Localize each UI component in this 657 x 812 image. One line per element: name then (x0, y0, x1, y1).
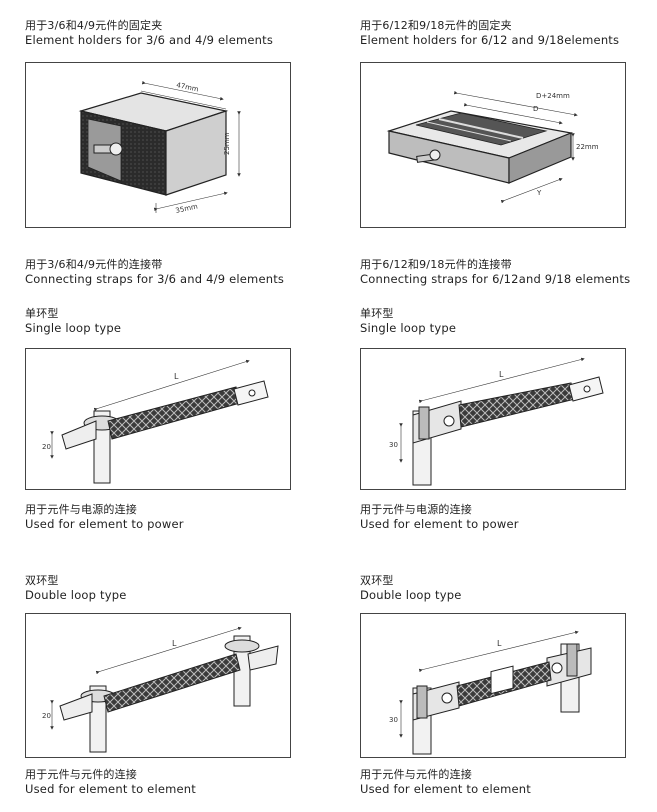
single-small-length: L (174, 372, 179, 381)
holders-left-title-en: Element holders for 3/6 and 4/9 elements (25, 33, 274, 47)
holder-large-inner: D (533, 105, 538, 113)
double-right-type-zh: 双环型 (360, 574, 394, 587)
single-left-caption-zh: 用于元件与电源的连接 (25, 503, 137, 516)
holder-small-depth: 35mm (175, 202, 199, 215)
straps-left-title-zh: 用于3/6和4/9元件的连接带 (25, 258, 163, 271)
straps-right-title-zh: 用于6/12和9/18元件的连接带 (360, 258, 512, 271)
double-right-caption-zh: 用于元件与元件的连接 (360, 768, 472, 781)
double-left-caption-zh: 用于元件与元件的连接 (25, 768, 137, 781)
double-left-type-zh: 双环型 (25, 574, 59, 587)
single-right-type-zh: 单环型 (360, 307, 394, 320)
single-left-type-en: Single loop type (25, 321, 122, 335)
single-loop-small-figure: L 20 (25, 348, 291, 490)
single-right-caption-en: Used for element to power (360, 517, 519, 531)
holders-right-title-en: Element holders for 6/12 and 9/18element… (360, 33, 620, 47)
holder-large-height: 22mm (576, 143, 599, 151)
single-left-caption-en: Used for element to power (25, 517, 184, 531)
single-loop-large-figure: L 30 (360, 348, 626, 490)
single-left-type-zh: 单环型 (25, 307, 59, 320)
single-large-length: L (499, 370, 504, 379)
holder-large-figure: D+24mm D 22mm Y (360, 62, 626, 228)
holders-right-title-zh: 用于6/12和9/18元件的固定夹 (360, 19, 512, 32)
double-right-type-en: Double loop type (360, 588, 462, 602)
double-left-caption-en: Used for element to element (25, 782, 197, 796)
holder-small-figure: 47mm 25mm 35mm (25, 62, 291, 228)
holders-left-title-zh: 用于3/6和4/9元件的固定夹 (25, 19, 163, 32)
single-small-height: 20 (42, 443, 51, 451)
straps-left-title-en: Connecting straps for 3/6 and 4/9 elemen… (25, 272, 285, 286)
single-right-caption-zh: 用于元件与电源的连接 (360, 503, 472, 516)
double-left-type-en: Double loop type (25, 588, 127, 602)
double-small-length: L (172, 639, 177, 648)
straps-right-title-en: Connecting straps for 6/12and 9/18 eleme… (360, 272, 631, 286)
double-right-caption-en: Used for element to element (360, 782, 532, 796)
double-small-height: 20 (42, 712, 51, 720)
holder-large-depth: Y (536, 189, 542, 197)
double-large-height: 30 (389, 716, 398, 724)
double-loop-small-figure: L 20 (25, 613, 291, 758)
holder-small-height: 25mm (223, 132, 231, 155)
holder-large-total: D+24mm (536, 92, 570, 100)
double-large-length: L (497, 639, 502, 648)
single-right-type-en: Single loop type (360, 321, 457, 335)
single-large-height: 30 (389, 441, 398, 449)
double-loop-large-figure: L 30 (360, 613, 626, 758)
